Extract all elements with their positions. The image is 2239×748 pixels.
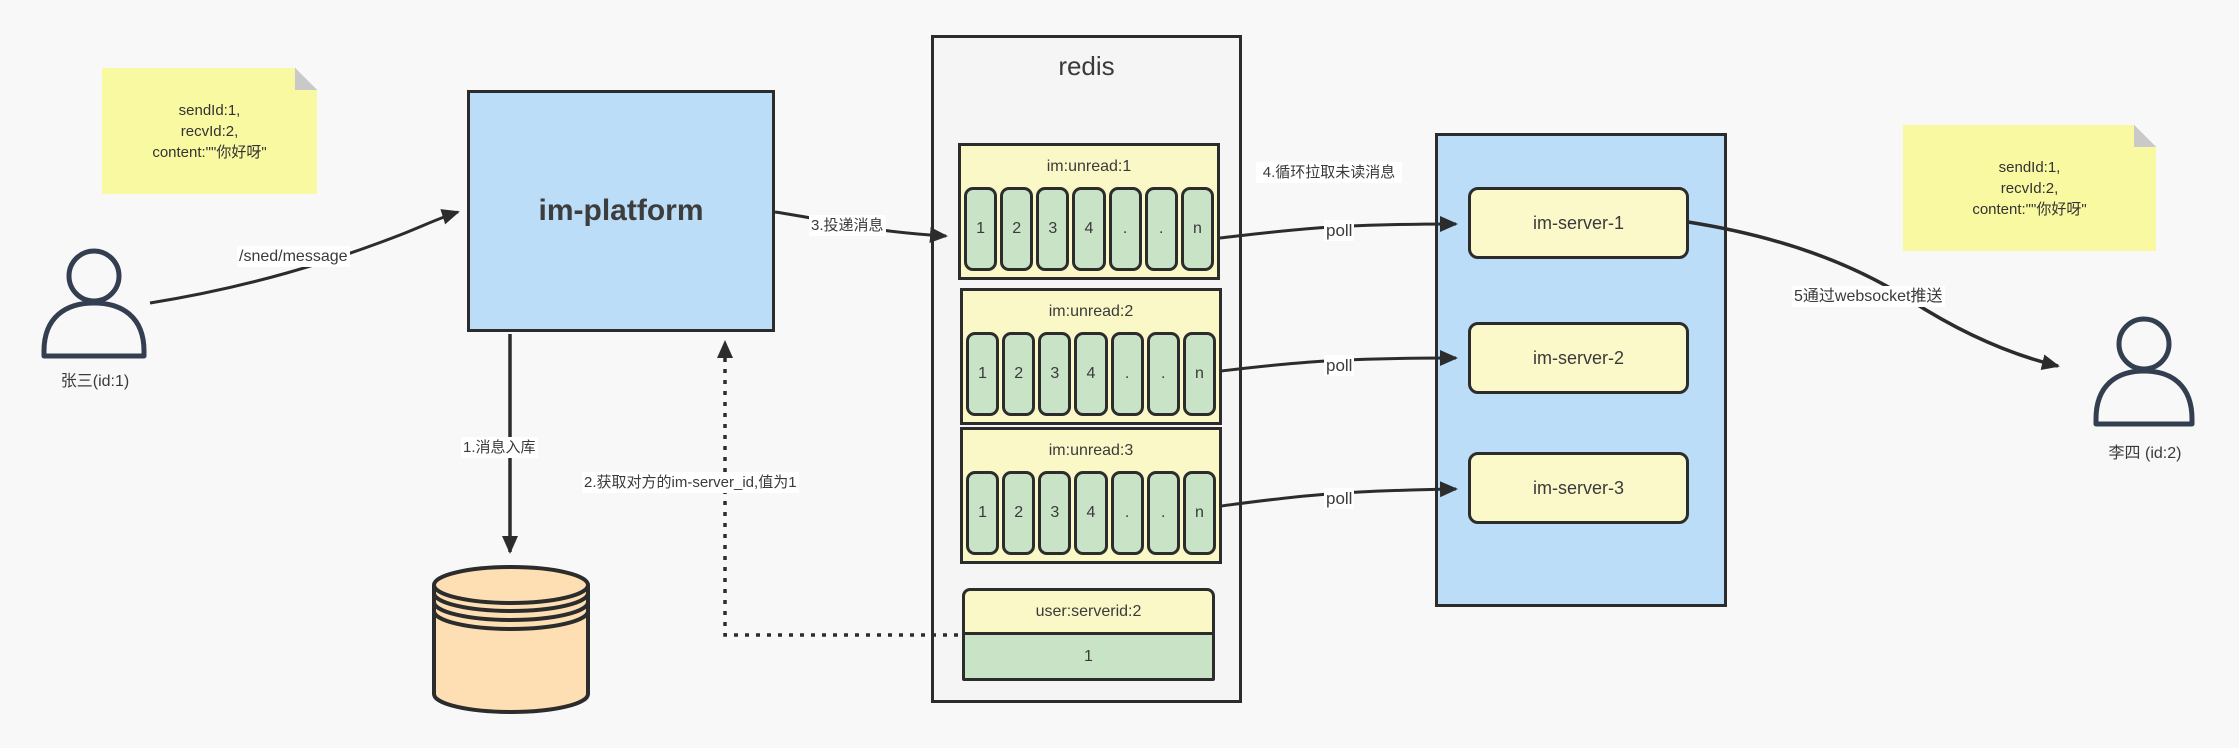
queue-im-unread-2: im:unread:2 1 2 3 4 . . n (960, 288, 1222, 425)
im-server-3-node: im-server-3 (1468, 452, 1689, 524)
user-icon-receiver (2093, 316, 2195, 427)
label-step3: 3.投递消息 (809, 215, 886, 236)
queue-cell: 4 (1072, 187, 1106, 271)
note-line: content:""你好呀" (152, 143, 267, 161)
note-line: content:""你好呀" (1972, 200, 2087, 218)
queue-cell: 3 (1038, 471, 1072, 555)
queue-cell: 2 (1000, 187, 1034, 271)
label-step5: 5通过websocket推送 (1792, 286, 1945, 307)
queue-cell: . (1146, 471, 1180, 555)
note-line: sendId:1, (1998, 158, 2061, 176)
queue-im-unread-3: im:unread:3 1 2 3 4 . . n (960, 427, 1222, 564)
queue-name: im:unread:3 (1048, 441, 1134, 459)
note-fold-icon (2134, 125, 2156, 147)
im-server-1-node: im-server-1 (1468, 187, 1689, 259)
label-step4: 4.循环拉取未读消息 (1256, 162, 1402, 183)
note-line: recvId:2, (2000, 179, 2059, 197)
queue-cell: 1 (966, 471, 1000, 555)
queue-cell: 3 (1038, 332, 1072, 416)
queue-cell: . (1110, 471, 1144, 555)
queue-cell: 1 (966, 332, 1000, 416)
redis-title: redis (1058, 51, 1115, 81)
user-serverid-value: 1 (965, 635, 1212, 678)
receiver-label: 李四 (id:2) (2108, 445, 2182, 462)
im-server-1-label: im-server-1 (1532, 212, 1624, 233)
mysql-label: mysql (488, 656, 534, 675)
label-poll-1: poll (1324, 220, 1355, 241)
im-platform-label: im-platform (538, 194, 704, 227)
queue-cell: 2 (1002, 471, 1036, 555)
queue-name: im:unread:1 (1046, 157, 1132, 175)
note-fold-icon (295, 68, 317, 90)
queue-cells: 1 2 3 4 . . n (963, 471, 1219, 561)
sticky-note-sender: sendId:1, recvId:2, content:""你好呀" (102, 68, 317, 194)
mysql-database-icon (432, 565, 590, 714)
note-line: recvId:2, (180, 122, 239, 140)
sender-label: 张三(id:1) (60, 373, 130, 390)
queue-cells: 1 2 3 4 . . n (963, 332, 1219, 422)
queue-cell: 4 (1074, 332, 1108, 416)
im-server-3-label: im-server-3 (1532, 477, 1624, 498)
queue-cell: . (1144, 187, 1178, 271)
label-poll-2: poll (1324, 355, 1355, 376)
note-line: sendId:1, (178, 101, 241, 119)
label-poll-3: poll (1324, 488, 1355, 509)
queue-cell: 2 (1002, 332, 1036, 416)
label-step1: 1.消息入库 (461, 437, 538, 458)
queue-cell: 4 (1074, 471, 1108, 555)
queue-cell: n (1182, 471, 1216, 555)
queue-cell: . (1108, 187, 1142, 271)
label-send-path: /sned/message (237, 246, 350, 267)
queue-cell: . (1110, 332, 1144, 416)
queue-cell: 1 (964, 187, 998, 271)
label-step2: 2.获取对方的im-server_id,值为1 (582, 472, 799, 493)
queue-im-unread-1: im:unread:1 1 2 3 4 . . n (958, 143, 1220, 280)
user-serverid-key: user:serverid:2 (965, 591, 1212, 635)
queue-cell: . (1146, 332, 1180, 416)
im-server-2-node: im-server-2 (1468, 322, 1689, 394)
sticky-note-receiver: sendId:1, recvId:2, content:""你好呀" (1903, 125, 2156, 251)
user-serverid-block: user:serverid:2 1 (962, 588, 1215, 681)
im-platform-node: im-platform (467, 90, 775, 332)
queue-cells: 1 2 3 4 . . n (961, 187, 1217, 277)
user-icon-sender (41, 248, 147, 359)
queue-cell: n (1180, 187, 1214, 271)
im-server-2-label: im-server-2 (1532, 347, 1624, 368)
queue-cell: n (1182, 332, 1216, 416)
queue-cell: 3 (1036, 187, 1070, 271)
queue-name: im:unread:2 (1048, 302, 1134, 320)
